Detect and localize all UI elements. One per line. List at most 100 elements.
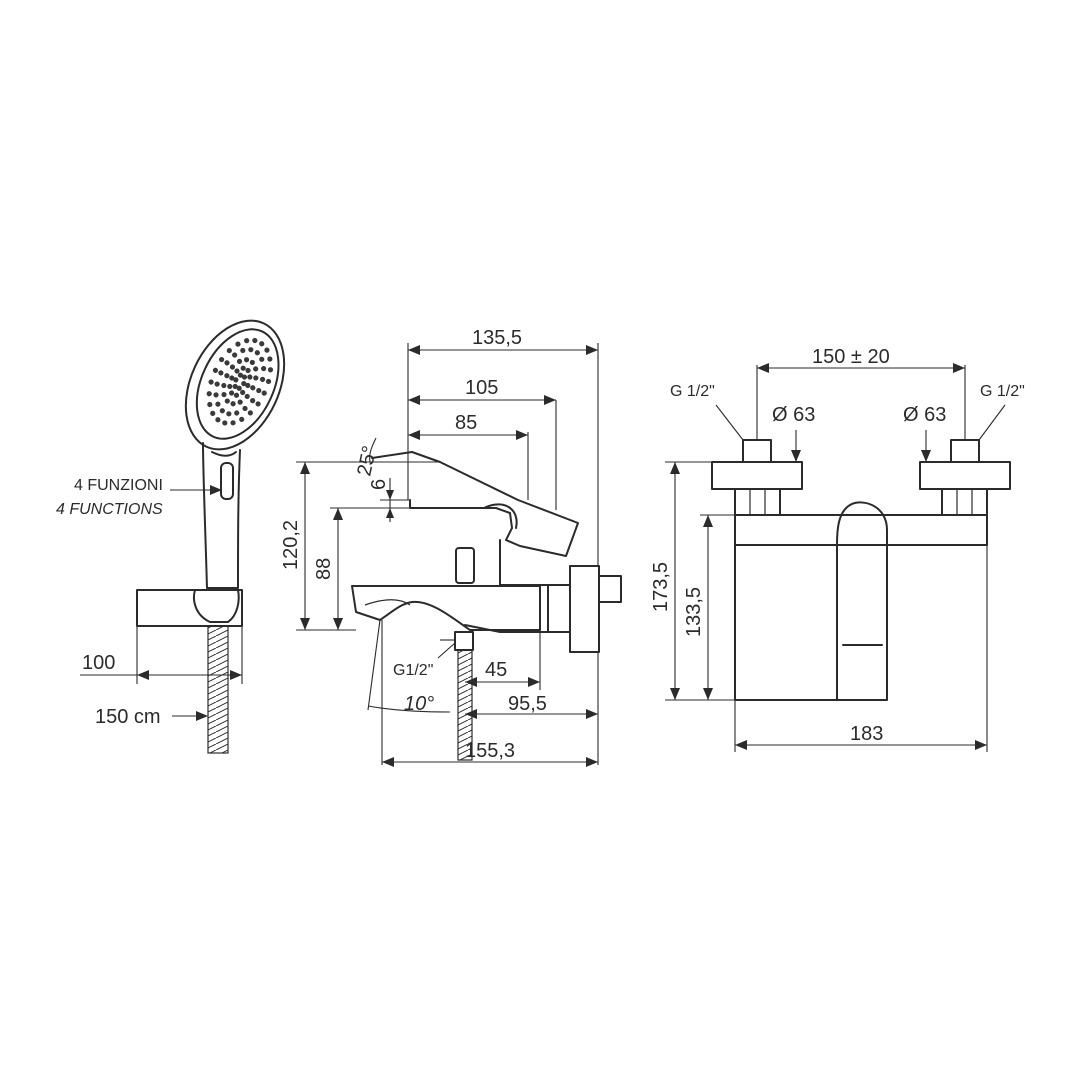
nozzle-hole: [241, 380, 247, 387]
nozzle-hole: [234, 368, 240, 374]
dim-105: 105: [465, 377, 498, 399]
nozzle-hole: [259, 341, 265, 347]
nozzle-hole: [259, 376, 266, 383]
dim-155-3: 155,3: [465, 740, 515, 762]
nozzle-hole: [242, 405, 248, 412]
nozzle-hole: [264, 347, 270, 353]
nozzle-hole: [221, 382, 227, 389]
front-body: [734, 514, 988, 546]
front-spout: [734, 544, 838, 701]
function-button: [220, 462, 234, 500]
hand-shower-view: 4 FUNZIONI 4 FUNCTIONS 100 150 cm: [56, 319, 286, 754]
spout: [351, 585, 541, 631]
nozzle-hole: [208, 379, 214, 385]
dim-135-5: 135,5: [472, 327, 522, 349]
thread-left: G 1/2": [670, 383, 715, 400]
nozzle-hole: [218, 370, 224, 376]
nozzle-hole: [228, 390, 235, 396]
nozzle-hole: [207, 401, 213, 408]
shower-head: [184, 319, 286, 451]
nozzle-hole: [254, 350, 260, 356]
nozzle-hole: [221, 391, 227, 398]
flange-left: [711, 461, 803, 490]
nozzle-hole: [261, 365, 267, 372]
thread-right: G 1/2": [980, 383, 1025, 400]
nozzle-hole: [215, 401, 221, 407]
diameter-left: Ø 63: [772, 404, 815, 426]
nozzle-hole: [267, 367, 274, 373]
nozzle-hole: [250, 398, 256, 404]
dim-45: 45: [485, 659, 507, 681]
dim-183: 183: [850, 723, 883, 745]
nozzle-hole: [259, 356, 265, 362]
nozzle-hole: [213, 392, 219, 398]
angle-10: 10°: [404, 693, 434, 715]
nozzle-hole: [233, 392, 240, 398]
nozzle-hole: [267, 356, 273, 362]
nozzle-hole: [248, 347, 254, 353]
nozzle-hole: [255, 401, 261, 407]
nozzle-hole: [250, 385, 256, 391]
shower-hose: [207, 625, 229, 754]
nozzle-hole: [253, 375, 259, 381]
nut-right: [941, 488, 988, 516]
nozzle-hole: [215, 417, 221, 423]
shower-nozzles: [206, 337, 274, 426]
angle-25: 25°: [353, 444, 381, 478]
dim-95-5: 95,5: [508, 693, 547, 715]
nozzle-hole: [236, 358, 243, 364]
front-lever: [836, 501, 888, 701]
nozzle-hole: [222, 420, 228, 426]
outlet-hose: [457, 649, 473, 761]
nozzle-hole: [247, 410, 253, 416]
nozzle-hole: [206, 391, 212, 397]
nozzle-hole: [232, 383, 238, 390]
dim-133-5: 133,5: [683, 587, 705, 637]
flange-right: [919, 461, 1011, 490]
nozzle-hole: [256, 387, 262, 394]
thread-g12: G1/2": [393, 662, 433, 679]
front-view: 150 ± 20 G 1/2" G 1/2" Ø 63 Ø 63 173,5 1…: [650, 346, 1025, 752]
nozzle-hole: [240, 389, 246, 396]
mixer-lever: [371, 451, 579, 557]
nozzle-hole: [212, 367, 219, 373]
dim-120-2: 120,2: [280, 520, 302, 570]
nozzle-hole: [249, 359, 255, 366]
nozzle-hole: [265, 378, 272, 385]
nozzle-hole: [233, 377, 239, 383]
wall-flange: [569, 565, 600, 653]
nozzle-hole: [218, 356, 225, 363]
nozzle-hole: [210, 410, 216, 416]
nozzle-hole: [236, 385, 242, 391]
nozzle-hole: [219, 408, 225, 414]
dim-6: 6: [368, 479, 390, 490]
hose-length-label: 150 cm: [95, 706, 161, 728]
nozzle-hole: [245, 367, 251, 374]
nozzle-hole: [261, 390, 267, 396]
dim-150-20: 150 ± 20: [812, 346, 890, 368]
nozzle-hole: [226, 347, 232, 354]
wall-connector: [547, 584, 571, 633]
nozzle-hole: [240, 365, 246, 371]
nut-left: [734, 488, 781, 516]
dim-85: 85: [455, 412, 477, 434]
side-view: 135,5 105 85 25° 6 120,2: [280, 327, 622, 767]
nozzle-hole: [224, 360, 230, 366]
nozzle-hole: [252, 337, 258, 344]
nozzle-hole: [241, 374, 248, 380]
nozzle-hole: [245, 382, 251, 389]
nozzle-hole: [237, 399, 243, 405]
nozzle-hole: [244, 393, 250, 400]
nozzle-hole: [224, 373, 230, 379]
nozzle-hole: [230, 401, 236, 407]
dim-88: 88: [313, 558, 335, 580]
nozzle-hole: [234, 410, 240, 416]
nozzle-hole: [240, 347, 246, 354]
nozzle-hole: [229, 364, 236, 370]
dim-173-5: 173,5: [650, 562, 672, 612]
diameter-right: Ø 63: [903, 404, 946, 426]
wall-holder: [136, 589, 243, 627]
nozzle-hole: [229, 375, 235, 381]
nozzle-hole: [243, 357, 250, 363]
